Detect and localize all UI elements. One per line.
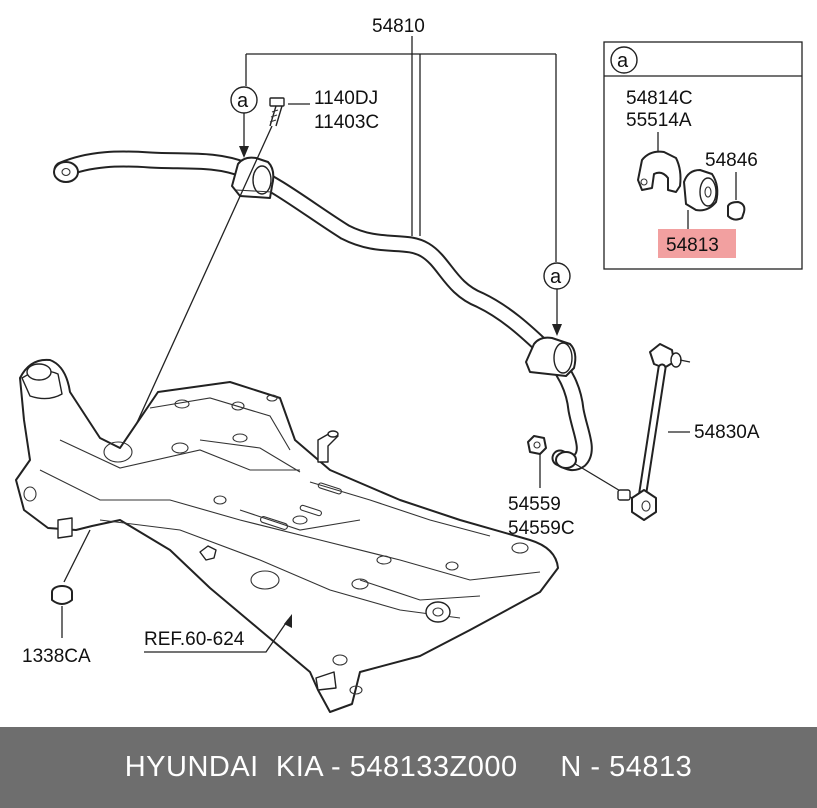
- label-54846: 54846: [705, 150, 758, 171]
- callout-a-right: a: [543, 262, 571, 336]
- svg-text:a: a: [550, 266, 562, 288]
- svg-text:a: a: [237, 90, 249, 112]
- highlight-54813: [658, 229, 736, 258]
- footer-bar: HYUNDAI KIA - 548133Z000 N - 54813: [0, 727, 817, 808]
- label-55514a: 55514A: [626, 110, 692, 131]
- detail-callout-a: a: [617, 50, 629, 72]
- label-54559c: 54559C: [508, 518, 575, 539]
- subframe: [15, 358, 559, 713]
- reference-pointer: [144, 614, 292, 653]
- footer-part-number: HYUNDAI KIA - 548133Z000 N - 54813: [124, 751, 693, 783]
- bolt-1140dj: [119, 97, 310, 461]
- label-54813: 54813: [666, 235, 719, 256]
- nut-1338ca: [51, 585, 73, 638]
- leader-54810: [245, 36, 557, 262]
- bushing-left: [231, 156, 275, 199]
- label-54810: 54810: [372, 16, 425, 37]
- label-1338ca: 1338CA: [22, 646, 91, 667]
- stabilizer-bar: [53, 150, 593, 472]
- label-54559: 54559: [508, 494, 561, 515]
- callout-a-left: a: [230, 86, 258, 158]
- label-ref-60-624: REF.60-624: [144, 629, 245, 650]
- stabilizer-link: [571, 343, 691, 521]
- label-11403c: 11403C: [314, 112, 379, 133]
- nut-54559: [527, 435, 577, 488]
- bushing-right: [525, 336, 577, 377]
- parts-diagram: 54810 a a 1140D: [15, 16, 803, 713]
- label-54814c: 54814C: [626, 88, 693, 109]
- label-54830a: 54830A: [694, 422, 760, 443]
- detail-box-a: a 54814C 55514A 54846 54813: [603, 41, 803, 270]
- label-1140dj: 1140DJ: [314, 88, 378, 109]
